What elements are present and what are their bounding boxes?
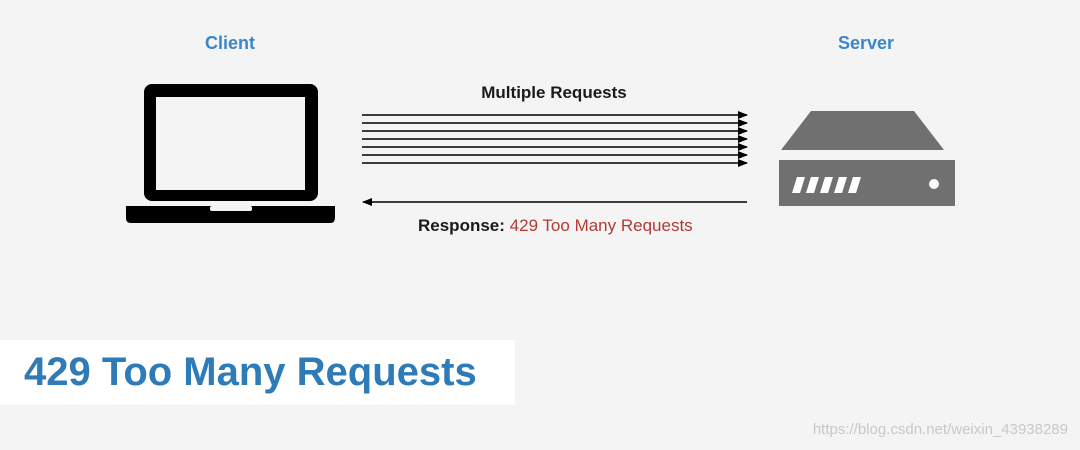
server-icon	[779, 111, 955, 206]
watermark: https://blog.csdn.net/weixin_43938289	[812, 421, 1068, 438]
response-prefix: Response:	[418, 216, 505, 235]
laptop-icon	[126, 84, 335, 223]
page-title: 429 Too Many Requests	[24, 350, 477, 394]
title-banner: 429 Too Many Requests	[0, 340, 515, 405]
server-label: Server	[837, 33, 895, 53]
request-arrows	[362, 111, 748, 167]
client-label: Client	[204, 33, 255, 53]
response-label: Response: 429 Too Many Requests	[418, 216, 693, 236]
response-status: 429 Too Many Requests	[509, 216, 693, 235]
requests-label: Multiple Requests	[481, 83, 627, 102]
